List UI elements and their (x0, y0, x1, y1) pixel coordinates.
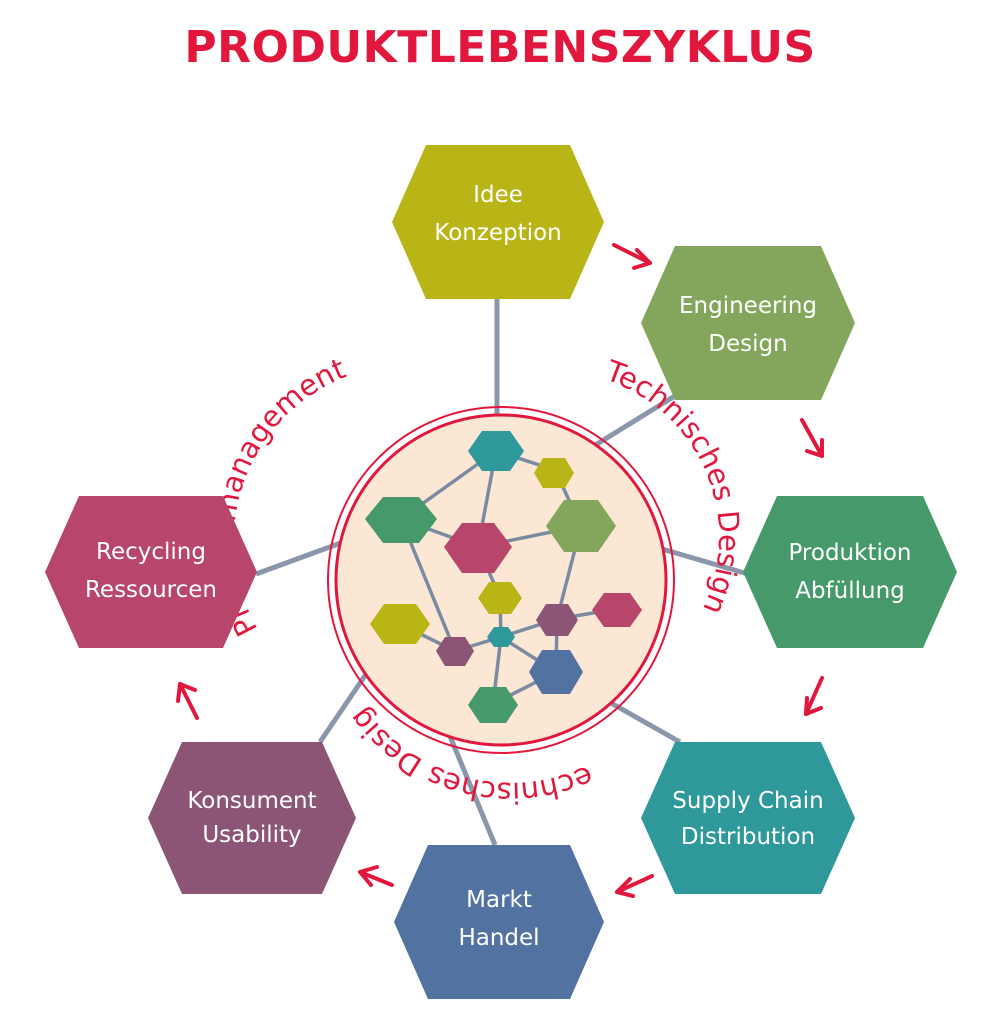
stage-hexagon (394, 845, 604, 999)
network-node (365, 497, 437, 543)
stage-nodes: Idee Konzeption Engineering Design Produ… (45, 145, 957, 999)
arrow-icon (804, 676, 824, 716)
stage-label-line1: Supply Chain (672, 788, 823, 814)
arrow-icon (612, 243, 652, 270)
stage-hexagon (392, 145, 604, 299)
network-node (529, 650, 583, 694)
network-nodes (365, 431, 642, 723)
arrow-icon (358, 865, 394, 887)
network-node (444, 523, 512, 573)
stage-node-engineering: Engineering Design (641, 246, 855, 400)
stage-node-supply-chain: Supply Chain Distribution (641, 742, 855, 894)
arrow-icon (176, 682, 199, 720)
stage-label-line2: Design (708, 331, 787, 357)
stage-label-line2: Ressourcen (85, 577, 217, 603)
stage-label-line2: Distribution (681, 824, 815, 850)
stage-hexagon (45, 496, 257, 648)
stage-hexagon (743, 496, 957, 648)
stage-hexagon (641, 246, 855, 400)
stage-label-line2: Handel (458, 925, 539, 951)
stage-node-idee: Idee Konzeption (392, 145, 604, 299)
arrow-icon (615, 874, 654, 898)
stage-label-line1: Produktion (788, 540, 911, 566)
network-node (468, 431, 524, 471)
network-node (487, 627, 515, 647)
stage-hexagon (641, 742, 855, 894)
stage-hexagon (148, 742, 356, 894)
stage-label-line2: Abfüllung (795, 578, 905, 604)
network-node (536, 604, 578, 636)
arrow-icon (800, 418, 824, 458)
stage-label-line2: Usability (202, 822, 301, 848)
stage-label-line1: Recycling (96, 539, 206, 565)
stage-node-konsument: Konsument Usability (148, 742, 356, 894)
stage-node-markt: Markt Handel (394, 845, 604, 999)
network-node (478, 582, 522, 614)
flow-arrows (176, 243, 824, 898)
stage-label-line2: Konzeption (434, 220, 561, 246)
stage-label-line1: Idee (473, 182, 523, 208)
network-node (436, 637, 474, 666)
stage-label-line1: Markt (466, 887, 532, 913)
network-node (592, 593, 642, 627)
network-node (468, 687, 518, 723)
stage-label-line1: Konsument (187, 788, 316, 814)
network-node (370, 604, 430, 644)
central-circle-ring (327, 406, 675, 754)
ring-labels: Produktmanagement Technisches Design Tec… (0, 0, 746, 810)
stage-label-line1: Engineering (679, 293, 817, 319)
stage-node-produktion: Produktion Abfüllung (743, 496, 957, 648)
stage-node-recycling: Recycling Ressourcen (45, 496, 257, 648)
network-node (546, 500, 616, 552)
network-node (534, 458, 574, 488)
diagram-title: PRODUKTLEBENSZYKLUS (184, 22, 816, 73)
